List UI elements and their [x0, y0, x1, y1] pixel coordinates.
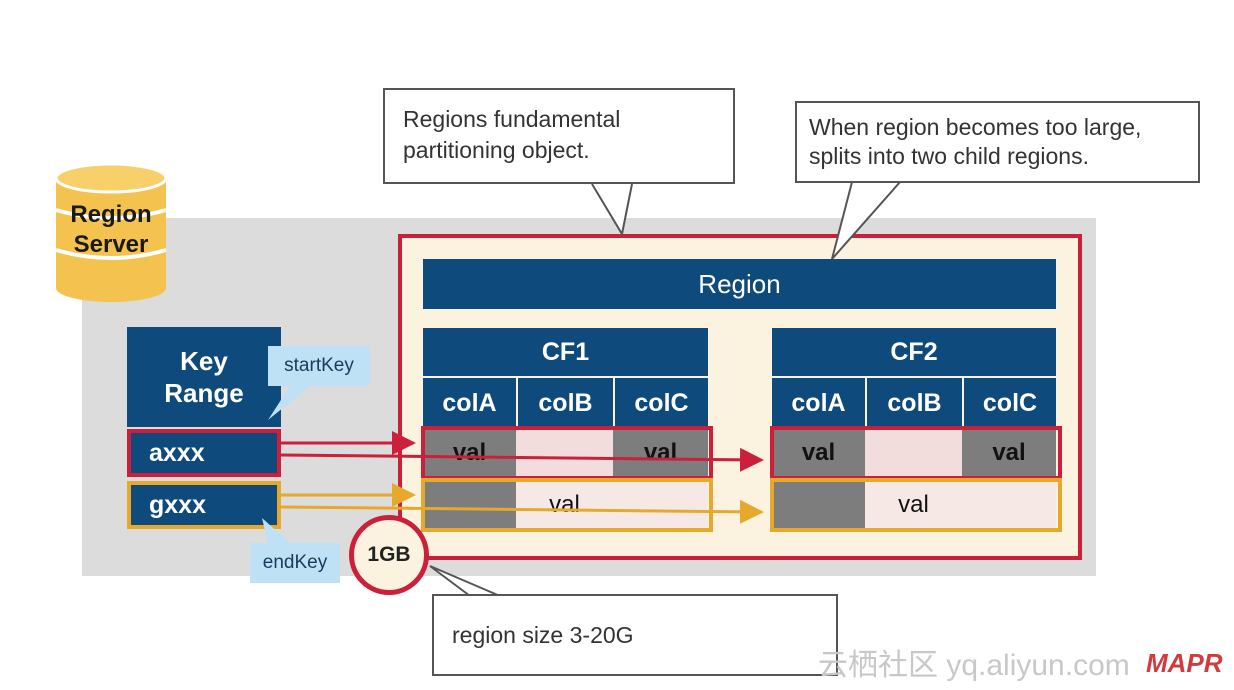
cf2-row1-col-c-cell: val — [962, 428, 1056, 478]
split-note-pointer — [831, 181, 901, 260]
cf2-row2-col-a-cell — [772, 480, 865, 530]
watermark-text: 云栖社区 yq.aliyun.com — [818, 649, 1130, 682]
cf1-row1-col-a-cell: val — [423, 428, 516, 478]
start-key-callout-tail — [268, 386, 310, 420]
cf1-col-a-header: colA — [423, 378, 516, 428]
cf1-col-b-header: colB — [516, 378, 613, 428]
cf2-row1-col-b-cell — [865, 428, 962, 478]
cf2-row2-outline — [770, 478, 1062, 532]
red-arrow-to-cf2 — [280, 447, 764, 472]
cf1-row2-col-c-cell — [613, 480, 708, 530]
fundamental-note-pointer — [591, 183, 633, 237]
key-range-header: Key Range — [127, 327, 281, 427]
start-key-callout: startKey — [268, 346, 370, 386]
note-split: When region becomes too large, splits in… — [795, 101, 1200, 183]
key-row-axxx: axxx — [127, 429, 281, 477]
cf1-row1-col-b-cell — [516, 428, 613, 478]
cf1-col-c-header: colC — [613, 378, 708, 428]
cf1-header: CF1 — [423, 328, 708, 376]
brand-logo: MAPR — [1146, 648, 1223, 678]
cf2-col-b-header: colB — [865, 378, 962, 428]
cf2-header: CF2 — [772, 328, 1056, 376]
cf1-row2-outline — [421, 478, 713, 532]
note-size: region size 3-20G — [432, 594, 838, 676]
cf1-row2-col-a-cell — [423, 480, 516, 530]
end-key-callout: endKey — [250, 543, 340, 583]
cf2-col-a-header: colA — [772, 378, 865, 428]
region-title: Region — [423, 259, 1056, 309]
key-row-gxxx: gxxx — [127, 481, 281, 529]
end-key-callout-tail — [262, 518, 290, 543]
region-server-label: Region Server — [70, 201, 152, 258]
note-fundamental: Regions fundamental partitioning object. — [383, 88, 735, 184]
cf2-row2-col-b-cell: val — [865, 480, 962, 530]
cf2-col-c-header: colC — [962, 378, 1056, 428]
gold-arrow-to-cf2 — [280, 499, 764, 524]
region-server-database-icon — [52, 160, 170, 308]
size-badge: 1GB — [349, 515, 429, 595]
size-note-pointer — [429, 565, 501, 597]
cf2-row2-col-c-cell — [962, 480, 1056, 530]
cf2-row1-col-a-cell: val — [772, 428, 865, 478]
cf1-row2-col-b-cell: val — [516, 480, 613, 530]
cf1-row1-col-c-cell: val — [613, 428, 708, 478]
